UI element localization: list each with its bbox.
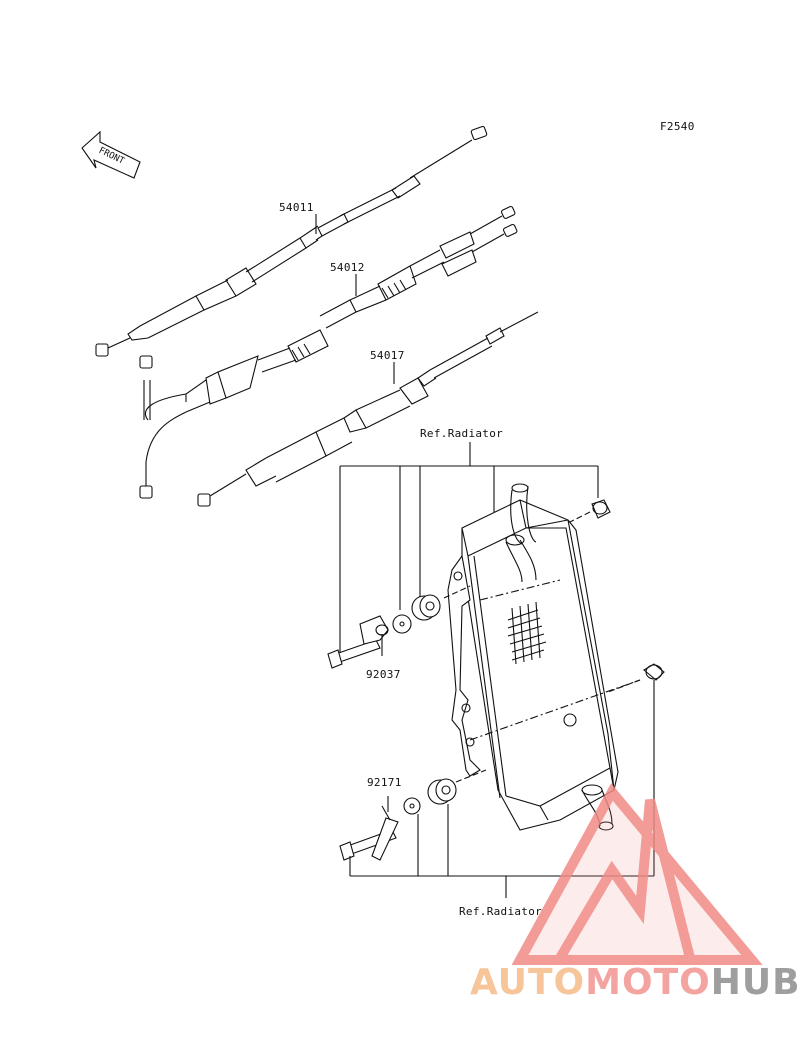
part-label-54011: 54011 bbox=[279, 201, 314, 214]
ref-radiator-top-bracket bbox=[339, 442, 599, 652]
part-label-54017: 54017 bbox=[370, 349, 405, 362]
part-label-92171: 92171 bbox=[367, 776, 402, 789]
ref-radiator-bottom-label: Ref.Radiator bbox=[459, 905, 543, 918]
diagram-code: F2540 bbox=[660, 120, 695, 133]
watermark-text-part2: MOTO bbox=[585, 962, 711, 1003]
upper-mount-hardware bbox=[327, 585, 471, 669]
part-label-54012: 54012 bbox=[330, 261, 365, 274]
cable-54011 bbox=[95, 125, 488, 357]
front-arrow-icon: FRONT bbox=[81, 130, 141, 179]
lower-mount-hardware bbox=[339, 769, 487, 861]
ref-radiator-top-label: Ref.Radiator bbox=[420, 427, 504, 440]
watermark-text: AUTOMOTOHUB bbox=[470, 962, 800, 1003]
grommet-top-right bbox=[569, 499, 611, 523]
watermark-logo-icon bbox=[511, 783, 763, 965]
cable-54012 bbox=[139, 205, 518, 499]
watermark-text-part1: AUTO bbox=[470, 962, 586, 1003]
cable-54017 bbox=[197, 311, 539, 507]
watermark-text-part3: HUB bbox=[710, 962, 800, 1003]
radiator bbox=[447, 483, 641, 831]
part-label-92037: 92037 bbox=[366, 668, 401, 681]
